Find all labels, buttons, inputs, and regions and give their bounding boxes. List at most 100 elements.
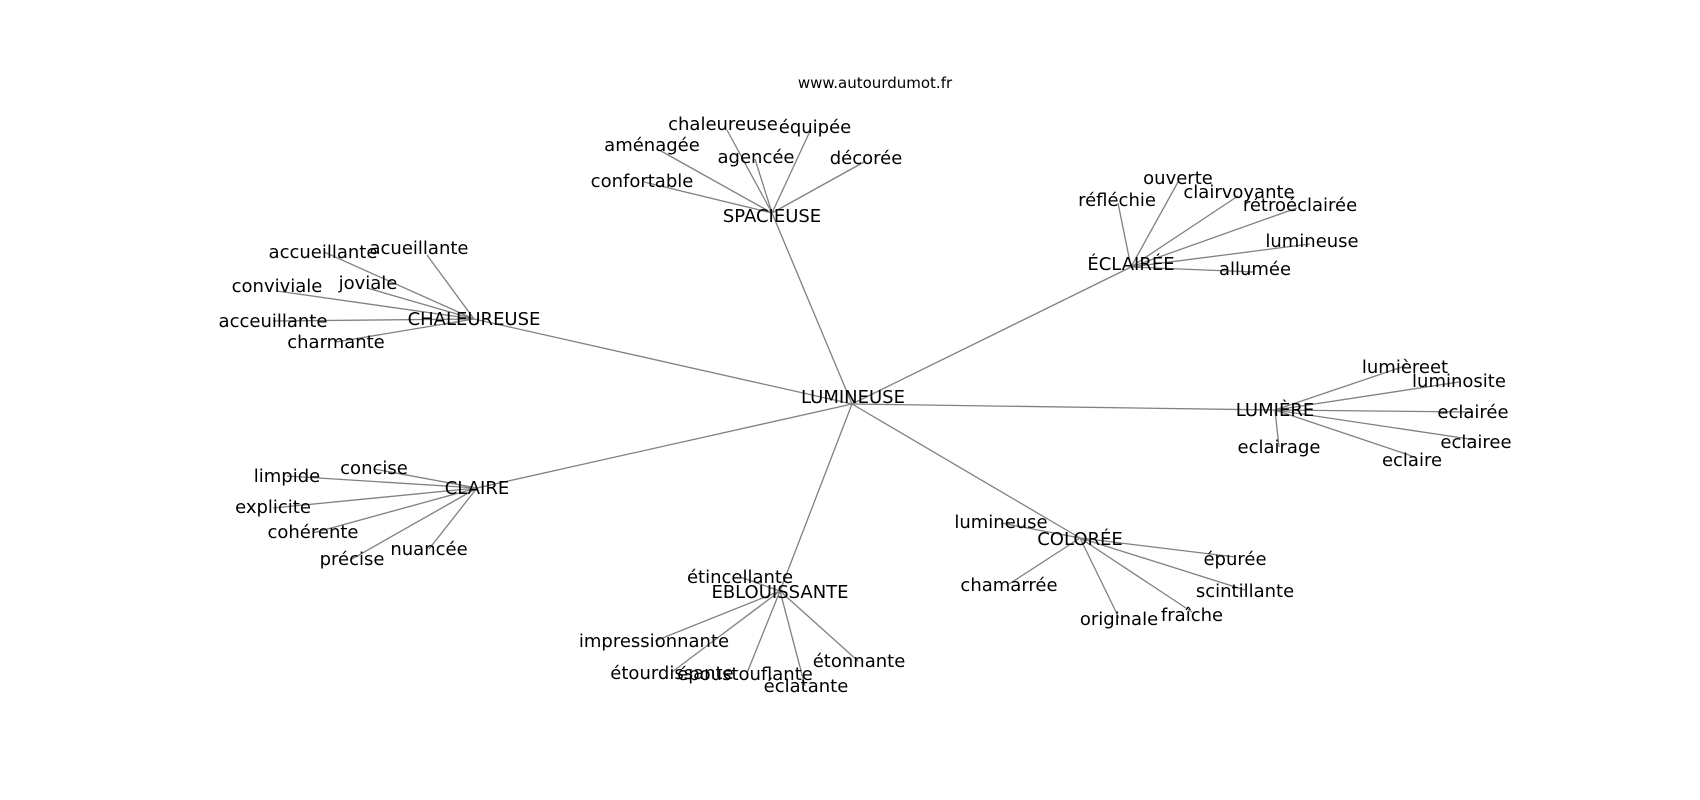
edge-cluster-to-leaf [351, 487, 478, 560]
leaf-node-label: fraîche [1161, 605, 1223, 626]
edge-cluster-to-leaf [335, 318, 475, 343]
edge-cluster-to-leaf [312, 487, 478, 534]
edge-cluster-to-leaf [660, 150, 773, 214]
leaf-node-label: décorée [830, 148, 903, 169]
leaf-node-label: réfléchie [1078, 190, 1156, 211]
leaf-node-label: rétroéclairée [1243, 195, 1357, 216]
leaf-node-label: épurée [1203, 549, 1266, 570]
edge-cluster-to-leaf [1130, 181, 1179, 268]
leaf-node-label: conviviale [232, 276, 323, 297]
edge-cluster-to-leaf [654, 590, 781, 642]
leaf-node-label: luminosite [1412, 371, 1506, 392]
root-node-label: LUMINEUSE [801, 387, 905, 408]
edge-cluster-to-leaf [1079, 537, 1236, 558]
leaf-node-label: explicite [235, 497, 311, 518]
edge-cluster-to-leaf [1274, 409, 1280, 448]
edge-root-to-cluster [473, 318, 853, 405]
edge-cluster-to-leaf [426, 254, 475, 320]
edge-cluster-to-leaf [739, 576, 781, 592]
edge-cluster-to-leaf [1130, 266, 1255, 273]
leaf-node-label: ouverte [1143, 168, 1213, 189]
edge-cluster-to-leaf [1274, 409, 1477, 441]
edge-cluster-to-leaf [1130, 195, 1239, 268]
graph-edges [272, 128, 1477, 687]
edge-root-to-cluster [851, 403, 1081, 539]
cluster-node-label: CHALEUREUSE [408, 309, 541, 330]
leaf-node-label: chamarrée [960, 575, 1057, 596]
edge-root-to-cluster [851, 266, 1132, 405]
leaf-node-label: accueillante [269, 242, 378, 263]
leaf-node-label: eclairée [1437, 402, 1508, 423]
cluster-node-label: EBLOUISSANTE [711, 582, 848, 603]
edge-cluster-to-leaf [754, 158, 773, 214]
cluster-node-label: CLAIRE [445, 478, 510, 499]
edge-cluster-to-leaf [779, 590, 859, 662]
leaf-node-label: clairvoyante [1183, 182, 1294, 203]
leaf-node-label: acueillante [370, 238, 469, 259]
edge-cluster-to-leaf [1130, 207, 1298, 268]
edge-cluster-to-leaf [1130, 243, 1311, 268]
leaf-node-label: concise [340, 458, 408, 479]
edge-cluster-to-leaf [671, 590, 781, 673]
site-credit: www.autourdumot.fr [798, 74, 953, 92]
leaf-node-label: cohérente [267, 522, 358, 543]
leaf-node-label: joviale [338, 273, 398, 294]
leaf-node-label: précise [320, 549, 385, 570]
leaf-node-label: lumineuse [954, 512, 1047, 533]
leaf-node-label: époustouflante [677, 664, 813, 685]
edge-cluster-to-leaf [1274, 409, 1474, 413]
leaf-node-label: nuancée [390, 539, 467, 560]
edge-cluster-to-leaf [1079, 537, 1193, 613]
leaf-node-label: équipée [779, 117, 851, 138]
leaf-node-label: aménagée [604, 135, 700, 156]
edge-cluster-to-leaf [1000, 522, 1081, 539]
edge-cluster-to-leaf [366, 287, 475, 320]
leaf-node-label: allumée [1219, 259, 1291, 280]
edge-cluster-to-leaf [771, 128, 812, 214]
edge-cluster-to-leaf [323, 251, 475, 320]
edge-cluster-to-leaf [779, 590, 806, 687]
leaf-node-label: eclairage [1238, 437, 1321, 458]
edge-cluster-to-leaf [1079, 537, 1246, 591]
edge-cluster-to-leaf [726, 129, 773, 214]
edge-cluster-to-leaf [272, 318, 475, 322]
leaf-node-label: impressionnante [579, 631, 729, 652]
edge-cluster-to-leaf [643, 181, 773, 214]
leaf-node-label: eclairee [1440, 432, 1511, 453]
leaf-node-label: acceuillante [219, 311, 328, 332]
edge-cluster-to-leaf [272, 487, 478, 509]
cluster-node-label: SPACIEUSE [723, 206, 821, 227]
leaf-node-label: étincellante [687, 567, 793, 588]
edge-cluster-to-leaf [1117, 202, 1132, 268]
leaf-node-label: éclatante [764, 676, 849, 697]
edge-cluster-to-leaf [373, 468, 478, 489]
leaf-node-label: confortable [591, 171, 694, 192]
leaf-node-label: chaleureuse [668, 114, 778, 135]
edge-root-to-cluster [771, 212, 853, 405]
leaf-node-label: étonnante [813, 651, 906, 672]
edge-cluster-to-leaf [1274, 409, 1413, 457]
edge-cluster-to-leaf [1079, 537, 1120, 619]
edge-cluster-to-leaf [276, 290, 475, 320]
edge-cluster-to-leaf [771, 161, 865, 214]
edge-cluster-to-leaf [746, 590, 781, 674]
edge-cluster-to-leaf [286, 475, 478, 489]
edge-cluster-to-leaf [1274, 381, 1460, 411]
edge-root-to-cluster [476, 403, 853, 489]
leaf-node-label: limpide [254, 466, 320, 487]
edge-root-to-cluster [779, 403, 853, 592]
edge-cluster-to-leaf [1274, 365, 1406, 411]
leaf-node-label: charmante [287, 332, 385, 353]
cluster-node-label: LUMIÈRE [1236, 399, 1314, 421]
cluster-node-label: ÉCLAIRÉE [1087, 253, 1174, 275]
leaf-node-label: lumineuse [1265, 231, 1358, 252]
leaf-node-label: scintillante [1196, 581, 1294, 602]
edge-cluster-to-leaf [428, 487, 478, 550]
leaf-node-label: originale [1080, 609, 1158, 630]
leaf-node-label: agencée [718, 147, 795, 168]
edge-root-to-cluster [851, 403, 1276, 411]
cluster-node-label: COLORÉE [1037, 528, 1123, 550]
edge-cluster-to-leaf [1008, 537, 1081, 585]
